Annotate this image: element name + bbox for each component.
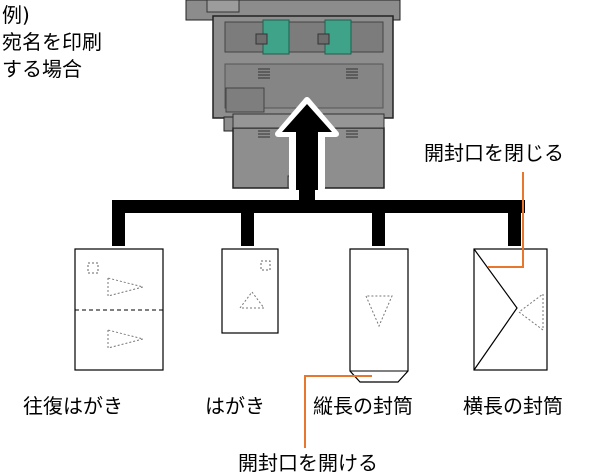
callout-open-flap: 開封口を開ける [238, 451, 378, 475]
label-postcard: はがき [205, 394, 265, 418]
example-note-line2: 宛名を印刷 [2, 30, 102, 54]
label-return-postcard: 往復はがき [23, 394, 123, 418]
callout-lines [304, 172, 524, 448]
example-note: 例) 宛名を印刷 する場合 [2, 2, 102, 83]
connector-tree [112, 188, 525, 246]
example-note-line3: する場合 [2, 57, 82, 81]
example-note-line1: 例) [2, 3, 30, 27]
label-portrait-envelope: 縦長の封筒 [313, 394, 413, 418]
callout-close-flap: 開封口を閉じる [424, 141, 564, 165]
portrait-envelope-icon [349, 248, 409, 383]
return-postcard-icon [74, 248, 164, 371]
postcard-icon [221, 248, 279, 334]
label-landscape-envelope: 横長の封筒 [463, 394, 563, 418]
landscape-envelope-icon [473, 248, 548, 371]
